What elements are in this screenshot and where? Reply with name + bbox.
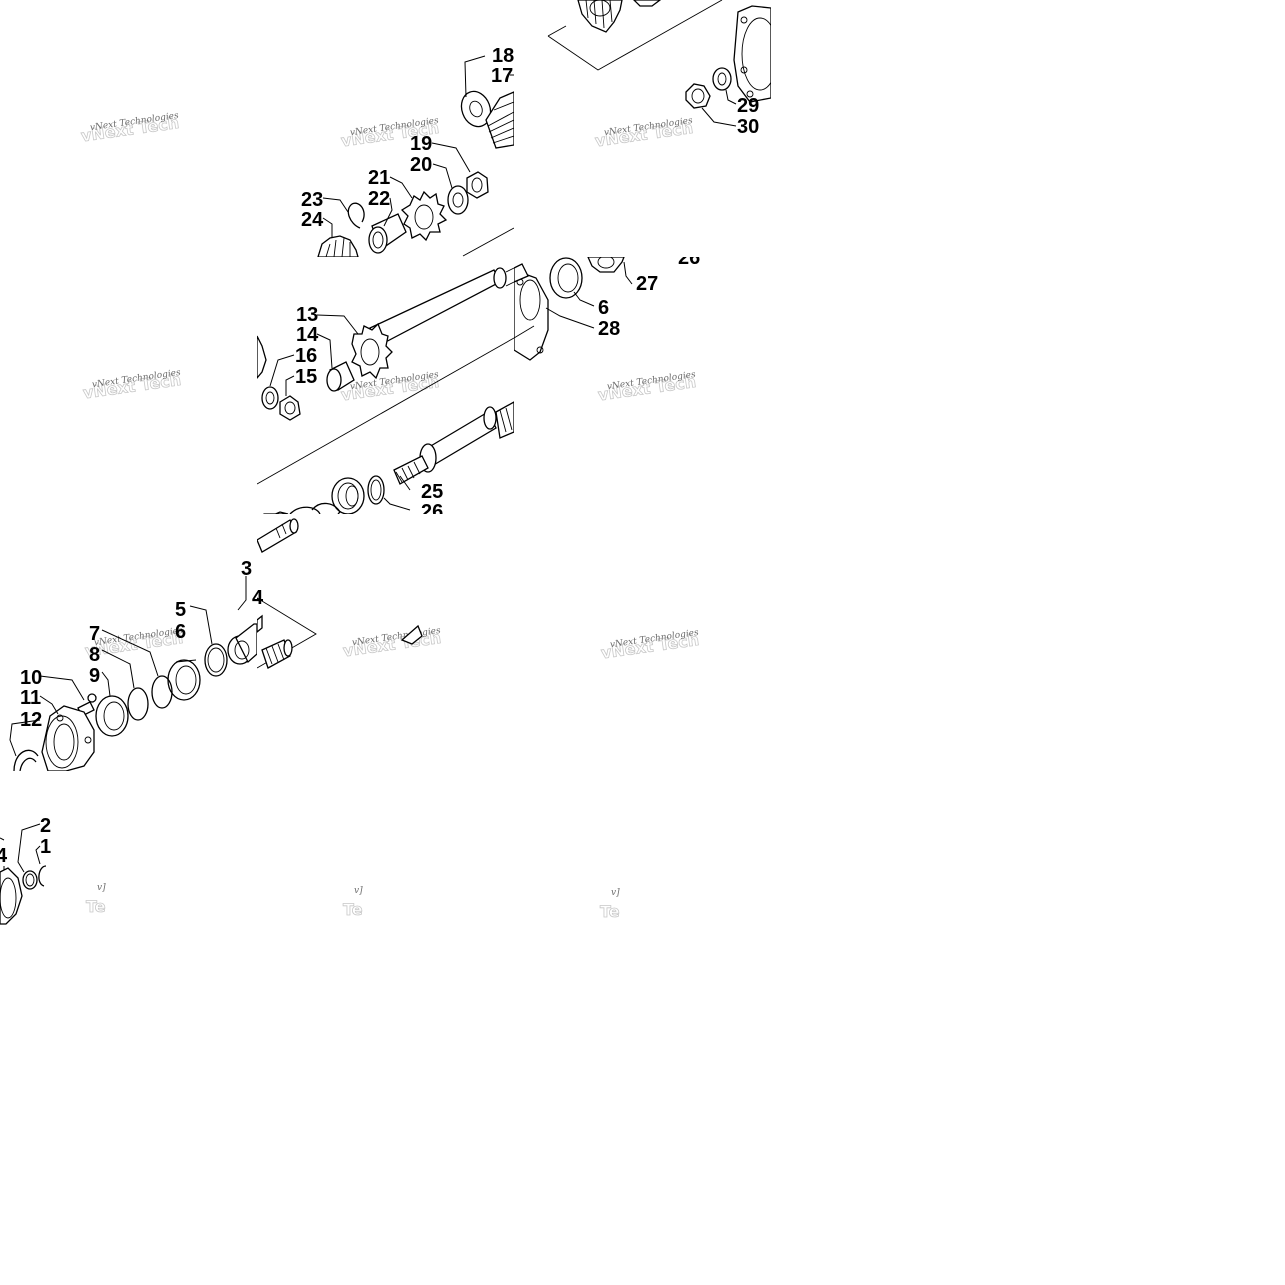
watermark: vNext Tech vNext Technologies [596, 370, 697, 405]
hub-4 [0, 867, 23, 925]
snap-ring-1 [38, 865, 47, 887]
snap-ring-7 [151, 675, 173, 709]
flange-28 [514, 269, 549, 361]
hub-3 [227, 623, 257, 665]
part-label-9: 9 [89, 665, 100, 687]
bearing-22 [368, 213, 407, 254]
seal-6 [549, 257, 583, 299]
watermark: vNext Tech vNext Technologies [339, 370, 440, 405]
spur-gear-13 [351, 322, 393, 380]
spur-gear-21 [400, 190, 448, 242]
svg-text:v]: v] [611, 888, 620, 898]
tile-middle-right: 6 28 27 26 [514, 247, 700, 361]
part-label-4: 4 [252, 587, 264, 609]
part-label-21: 21 [368, 167, 390, 189]
part-label-11: 11 [20, 687, 41, 709]
washer-20 [447, 185, 469, 215]
part-label-12: 12 [20, 709, 42, 731]
differential-housing [733, 5, 771, 103]
watermark: vNext Tech vNext Technologies [79, 111, 180, 146]
tile-lower-left: 2 1 4 [0, 815, 51, 925]
spline-shaft-3 [261, 639, 293, 669]
watermark: vNext Tech vNext Technologies [599, 628, 700, 663]
part-label-28: 28 [598, 318, 620, 340]
part-label-3: 3 [241, 558, 252, 580]
pointer-arrow [400, 624, 423, 645]
part-label-26: 26 [678, 247, 700, 269]
part-label-24: 24 [301, 209, 324, 231]
part-label-16: 16 [295, 345, 317, 367]
svg-text:v]: v] [97, 883, 106, 893]
nut-19 [466, 171, 489, 199]
output-shaft [257, 518, 299, 553]
tile-left: 3 4 5 6 7 8 9 10 11 12 [9, 558, 264, 771]
part-label-4: 4 [0, 845, 8, 867]
tile-bottom-center [257, 518, 423, 669]
part-label-5: 5 [175, 599, 186, 621]
bevel-gear [577, 0, 662, 33]
shaft [369, 267, 514, 347]
part-label-23: 23 [301, 189, 323, 211]
snap-ring-23 [347, 202, 365, 229]
part-label-2: 2 [40, 815, 51, 837]
part-label-19: 19 [410, 133, 432, 155]
part-label-17: 17 [491, 65, 513, 87]
gear-24 [317, 235, 359, 257]
tile-top-right: 29 30 [547, 0, 771, 138]
part-label-13: 13 [296, 304, 318, 326]
washer-18 [460, 90, 492, 128]
watermark-truncated: v] Te v] Te v] Te [86, 883, 621, 921]
part-label-22: 22 [368, 188, 390, 210]
bearing-14 [326, 361, 355, 392]
washer-16 [261, 386, 279, 410]
watermark: vNext Tech vNext Technologies [341, 626, 442, 661]
part-label-7: 7 [89, 623, 100, 645]
tile-top-middle: 18 17 19 20 21 22 23 24 [301, 45, 514, 257]
bevel-gear-17 [485, 91, 514, 149]
watermark: vNext Tech vNext Technologies [593, 116, 694, 151]
tile-middle-center: 13 14 16 15 25 26 [257, 267, 514, 523]
part-label-18: 18 [492, 45, 514, 67]
gear-27 [587, 257, 625, 273]
part-label-29: 29 [737, 95, 759, 117]
seal-6-left [167, 659, 201, 701]
housing-11 [41, 705, 95, 771]
svg-text:Te: Te [600, 902, 620, 921]
part-label-15: 15 [295, 366, 317, 388]
part-label-8: 8 [89, 644, 100, 666]
svg-text:v]: v] [354, 886, 363, 896]
nut-30 [685, 83, 711, 109]
part-label-6: 6 [598, 297, 609, 319]
part-label-1: 1 [40, 836, 51, 858]
washer-29 [712, 67, 732, 91]
part-label-26: 26 [421, 501, 443, 523]
seal [331, 477, 365, 514]
o-ring-12 [13, 749, 39, 771]
part-label-14: 14 [296, 324, 319, 346]
shaft-25 [393, 401, 514, 485]
part-label-25: 25 [421, 481, 443, 503]
ring-8 [127, 687, 149, 721]
watermark: vNext Tech vNext Technologies [81, 368, 182, 403]
washer-2 [22, 870, 38, 890]
svg-text:Te: Te [86, 897, 106, 916]
part-label-30: 30 [737, 116, 759, 138]
bearing-9 [95, 695, 129, 737]
nut-15 [279, 395, 301, 421]
svg-text:Te: Te [343, 900, 363, 919]
part-label-27: 27 [636, 273, 658, 295]
part-label-10: 10 [20, 667, 42, 689]
part-label-6: 6 [175, 621, 186, 643]
part-label-20: 20 [410, 154, 432, 176]
